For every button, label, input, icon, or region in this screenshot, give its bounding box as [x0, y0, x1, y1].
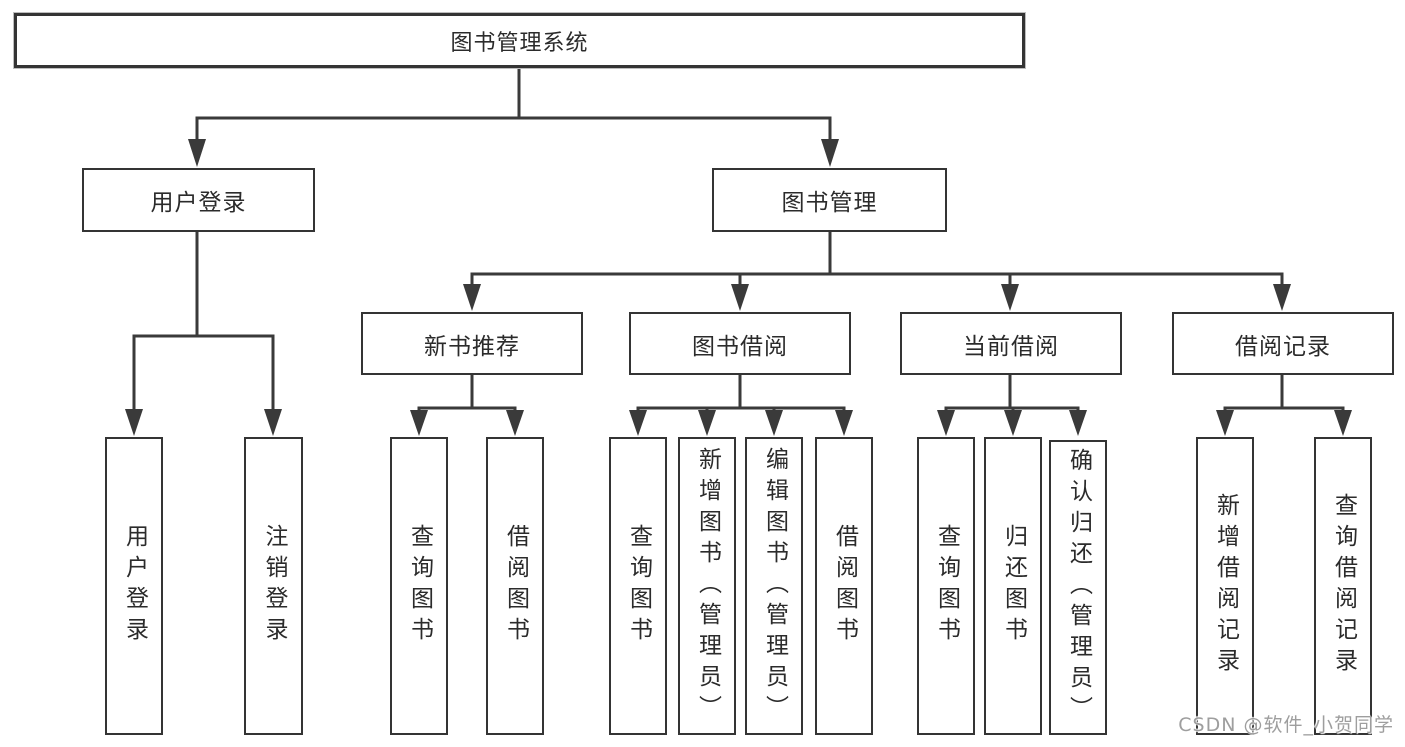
leaf-query-books-recommend: 查询图书 [390, 437, 448, 735]
leaf-logout: 注销登录 [244, 437, 303, 735]
node-user-login: 用户登录 [82, 168, 315, 232]
node-book-management: 图书管理 [712, 168, 947, 232]
watermark: CSDN @软件_小贺同学 [1178, 714, 1394, 736]
leaf-confirm-return-admin: 确认归还（管理员） [1049, 440, 1107, 735]
node-book-borrow: 图书借阅 [629, 312, 851, 375]
leaf-edit-book-admin: 编辑图书（管理员） [745, 437, 803, 735]
node-borrow-records: 借阅记录 [1172, 312, 1394, 375]
leaf-borrow-books-recommend: 借阅图书 [486, 437, 544, 735]
leaf-add-book-admin: 新增图书（管理员） [678, 437, 736, 735]
leaf-query-books-borrow: 查询图书 [609, 437, 667, 735]
node-root: 图书管理系统 [14, 13, 1025, 68]
leaf-borrow-books: 借阅图书 [815, 437, 873, 735]
node-current-borrow: 当前借阅 [900, 312, 1122, 375]
leaf-query-borrow-record: 查询借阅记录 [1314, 437, 1372, 735]
node-new-book-recommend: 新书推荐 [361, 312, 583, 375]
leaf-return-book: 归还图书 [984, 437, 1042, 735]
leaf-user-login: 用户登录 [105, 437, 163, 735]
leaf-add-borrow-record: 新增借阅记录 [1196, 437, 1254, 735]
leaf-query-books-current: 查询图书 [917, 437, 975, 735]
